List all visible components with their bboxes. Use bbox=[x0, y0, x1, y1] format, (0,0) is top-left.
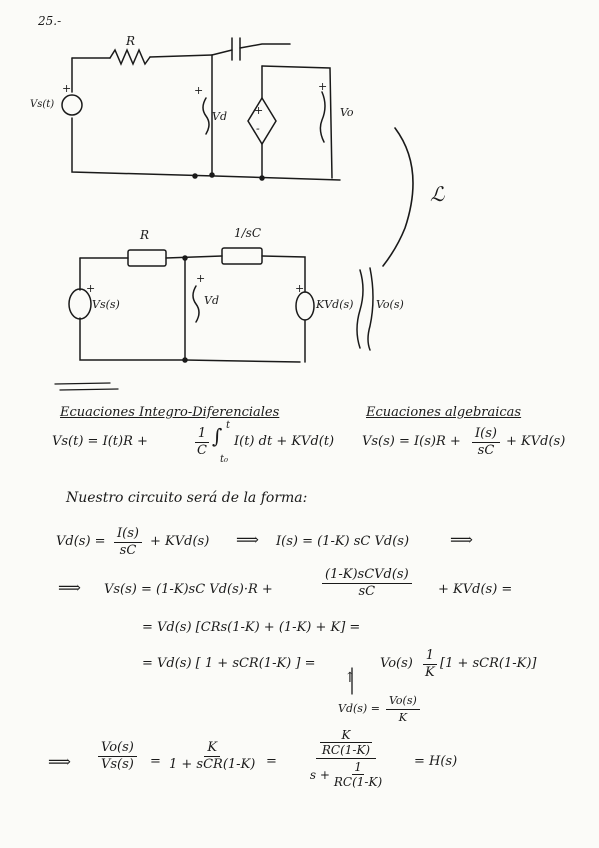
final-mid: K 1 + sCR(1-K) bbox=[169, 740, 256, 772]
resistor-icon bbox=[109, 48, 151, 66]
label-vd-time: Vd bbox=[212, 110, 227, 123]
eq-step-4: = Vd(s) [ 1 + sCR(1-K) ] = bbox=[142, 656, 316, 671]
eq-integro-frac: 1 C bbox=[194, 426, 210, 459]
eq-integro-tail: I(t) dt + KVd(t) bbox=[234, 434, 335, 449]
time-circuit bbox=[61, 37, 341, 181]
voltage-source-icon bbox=[61, 94, 83, 116]
up-arrow: ↑ bbox=[344, 670, 356, 686]
label-vd-s: Vd bbox=[204, 294, 219, 307]
arrow-3: ⟹ bbox=[58, 578, 81, 597]
capacitor-box-icon bbox=[221, 247, 263, 265]
voltage-source-s-icon bbox=[68, 288, 92, 320]
eq-step-4-vo: Vo(s) bbox=[380, 656, 413, 671]
label-plus-vd-s: + bbox=[196, 272, 206, 285]
vs-tail: + KVd(s) = bbox=[438, 582, 513, 597]
label-vo-s: Vo(s) bbox=[376, 298, 404, 311]
dependent-source-icon bbox=[247, 96, 277, 146]
label-vo-time: Vo bbox=[340, 106, 354, 119]
is-expression: I(s) = (1-K) sC Vd(s) bbox=[276, 534, 410, 549]
arrow-2: ⟹ bbox=[450, 530, 473, 549]
label-plus-vo: + bbox=[318, 80, 328, 93]
arrow-1: ⟹ bbox=[236, 530, 259, 549]
integral-upper: t bbox=[226, 420, 231, 431]
resistor-box-icon bbox=[127, 249, 167, 267]
form-sentence: Nuestro circuito será de la forma: bbox=[66, 490, 308, 506]
heading-integro: Ecuaciones Integro-Diferenciales bbox=[60, 405, 280, 420]
eq-alg-tail: + KVd(s) bbox=[506, 434, 566, 449]
integral-lower: t₀ bbox=[220, 454, 229, 465]
label-plus-vd: + bbox=[194, 84, 204, 97]
label-minus-dep: - bbox=[256, 122, 260, 135]
problem-number: 25.- bbox=[38, 14, 62, 28]
vs-line: Vs(s) = (1-K)sC Vd(s)·R + bbox=[104, 582, 273, 597]
eq-integro-head: Vs(t) = I(t)R + bbox=[52, 434, 148, 449]
vs-frac: (1-K)sCVd(s) sC bbox=[322, 567, 412, 600]
final-eq-sign-2: = bbox=[266, 754, 277, 769]
vd-frac: I(s) sC bbox=[114, 526, 142, 559]
integral-sign: ∫ bbox=[212, 424, 223, 448]
eq-alg-frac: I(s) sC bbox=[472, 426, 500, 459]
vd-substitution-frac: Vo(s) K bbox=[386, 693, 420, 726]
dependent-source-s-icon bbox=[295, 291, 315, 321]
final-eq-sign: = bbox=[150, 754, 161, 769]
label-plus-dep-s: + bbox=[295, 282, 305, 295]
final-result: = H(s) bbox=[414, 754, 458, 769]
vd-tail: + KVd(s) bbox=[150, 534, 210, 549]
label-plus-source: + bbox=[62, 82, 72, 95]
final-right-frac: K RC(1-K) s + 1 RC(1-K) bbox=[309, 728, 383, 789]
s-circuit bbox=[68, 247, 374, 363]
label-plus-dep: + bbox=[254, 104, 264, 117]
final-arrow: ⟹ bbox=[48, 752, 71, 771]
eq-step-4-frac: 1 K bbox=[422, 648, 438, 681]
label-source-s: Vs(s) bbox=[92, 298, 120, 311]
label-plus-source-s: + bbox=[86, 282, 96, 295]
label-r-time: R bbox=[126, 34, 136, 48]
heading-algebraic: Ecuaciones algebraicas bbox=[366, 405, 522, 420]
laplace-symbol: ℒ bbox=[430, 182, 445, 206]
final-lhs: Vo(s) Vs(s) bbox=[98, 740, 137, 773]
label-dep-source-s: KVd(s) bbox=[316, 298, 354, 311]
eq-step-3: = Vd(s) [CRs(1-K) + (1-K) + K] = bbox=[142, 620, 361, 635]
label-c-s: 1/sC bbox=[234, 226, 262, 240]
vd-lhs: Vd(s) = bbox=[56, 534, 106, 549]
label-r-s: R bbox=[140, 228, 150, 242]
label-source-time: Vs(t) bbox=[30, 99, 55, 110]
eq-step-4-bracket: [1 + sCR(1-K)] bbox=[440, 656, 537, 671]
eq-alg-head: Vs(s) = I(s)R + bbox=[362, 434, 461, 449]
vd-substitution: Vd(s) = bbox=[338, 702, 380, 715]
